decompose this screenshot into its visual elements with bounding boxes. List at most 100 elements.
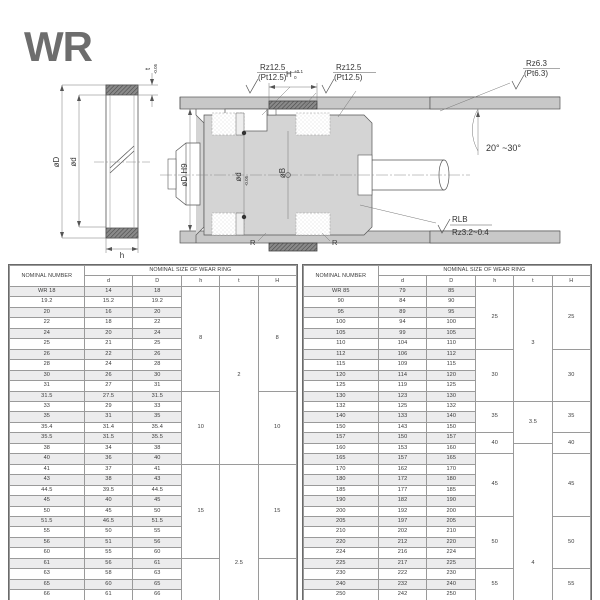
cell-nominal-number: WR 18 xyxy=(9,285,85,298)
cell-nominal-number: 60 xyxy=(9,547,85,559)
cell-d: 217 xyxy=(377,557,428,570)
cell-d: 18 xyxy=(83,317,134,329)
cell-D: 185 xyxy=(426,484,477,497)
spec-table-left: NOMINAL NUMBER NOMINAL SIZE OF WEAR RING… xyxy=(9,265,298,600)
header-nominal-number-right: NOMINAL NUMBER xyxy=(303,265,379,287)
cell-d: 31 xyxy=(83,411,134,423)
cell-nominal-number: 224 xyxy=(303,547,379,559)
cell-nominal-number: 28 xyxy=(9,359,85,371)
cell-D: 105 xyxy=(426,327,477,340)
cell-h: 35 xyxy=(475,400,515,434)
cell-d: 157 xyxy=(377,453,428,465)
label-dia-B: øB xyxy=(278,168,287,178)
cell-d: 242 xyxy=(377,589,428,600)
cell-nominal-number: 200 xyxy=(303,505,379,517)
label-radius-left: R xyxy=(250,238,256,247)
cell-D: 205 xyxy=(426,515,477,528)
header-H-right: H xyxy=(551,275,591,287)
cell-d: 51 xyxy=(83,536,134,549)
label-surface-pt63: (Pt6.3) xyxy=(524,69,548,78)
cell-D: 20 xyxy=(132,306,183,319)
cell-d: 212 xyxy=(377,536,428,549)
cell-nominal-number: 157 xyxy=(303,432,379,444)
cell-d: 27 xyxy=(83,380,134,392)
cell-d: 24 xyxy=(83,359,134,371)
cell-D: 240 xyxy=(426,578,477,591)
cell-d: 22 xyxy=(83,348,134,361)
label-taper-angle: 20° ~30° xyxy=(486,143,521,153)
label-surface-pt125-b: (Pt12.5) xyxy=(334,73,363,82)
cell-d: 143 xyxy=(377,421,428,434)
cell-nominal-number: 140 xyxy=(303,411,379,423)
cell-D: 31.5 xyxy=(132,390,183,403)
cell-d: 119 xyxy=(377,380,428,392)
page-title: WR xyxy=(24,23,93,70)
cell-D: 115 xyxy=(426,359,477,371)
cell-nominal-number: 150 xyxy=(303,421,379,434)
cell-d: 197 xyxy=(377,515,428,528)
label-H-tolerance: H xyxy=(286,70,292,79)
cell-h: 10 xyxy=(181,390,221,465)
cell-D: 95 xyxy=(426,306,477,319)
cell-H: 25 xyxy=(551,286,591,350)
cell-D: 26 xyxy=(132,348,183,361)
cell-D: 35 xyxy=(132,411,183,423)
cell-nominal-number: 225 xyxy=(303,557,379,570)
cell-D: 250 xyxy=(426,589,477,600)
cell-d: 16 xyxy=(83,306,134,319)
cell-D: 165 xyxy=(426,453,477,465)
cell-d: 36 xyxy=(83,453,134,465)
label-surface-rz125-b: Rz12.5 xyxy=(336,63,362,72)
cell-d: 15.2 xyxy=(83,296,134,308)
cell-h: 55 xyxy=(475,568,515,600)
cell-nominal-number: 105 xyxy=(303,327,379,340)
cell-nominal-number: 19.2 xyxy=(9,296,85,308)
cell-D: 230 xyxy=(426,568,477,580)
cell-d: 20 xyxy=(83,327,134,340)
cell-h: 30 xyxy=(475,348,515,402)
cell-D: 220 xyxy=(426,536,477,549)
cell-D: 51.5 xyxy=(132,515,183,528)
cell-d: 202 xyxy=(377,526,428,538)
header-h-left: h xyxy=(181,275,221,287)
cell-nominal-number: 30 xyxy=(9,369,85,382)
cell-nominal-number: 35 xyxy=(9,411,85,423)
cell-d: 133 xyxy=(377,411,428,423)
cell-d: 60 xyxy=(83,578,134,591)
cell-D: 130 xyxy=(426,390,477,403)
cell-d: 34 xyxy=(83,442,134,455)
cell-nominal-number: 24 xyxy=(9,327,85,340)
label-dia-d: ød xyxy=(69,157,78,166)
header-t-left: t xyxy=(219,275,259,287)
cell-D: 60 xyxy=(132,547,183,559)
cell-nominal-number: WR 85 xyxy=(303,285,379,298)
cell-H: 50 xyxy=(551,515,591,570)
cell-D: 45 xyxy=(132,495,183,507)
cell-d: 45 xyxy=(83,505,134,517)
cell-d: 177 xyxy=(377,484,428,497)
cell-nominal-number: 43 xyxy=(9,474,85,486)
cell-t: 3 xyxy=(513,286,553,402)
cell-nominal-number: 240 xyxy=(303,578,379,591)
cell-d: 172 xyxy=(377,474,428,486)
header-D-left: D xyxy=(132,275,183,287)
